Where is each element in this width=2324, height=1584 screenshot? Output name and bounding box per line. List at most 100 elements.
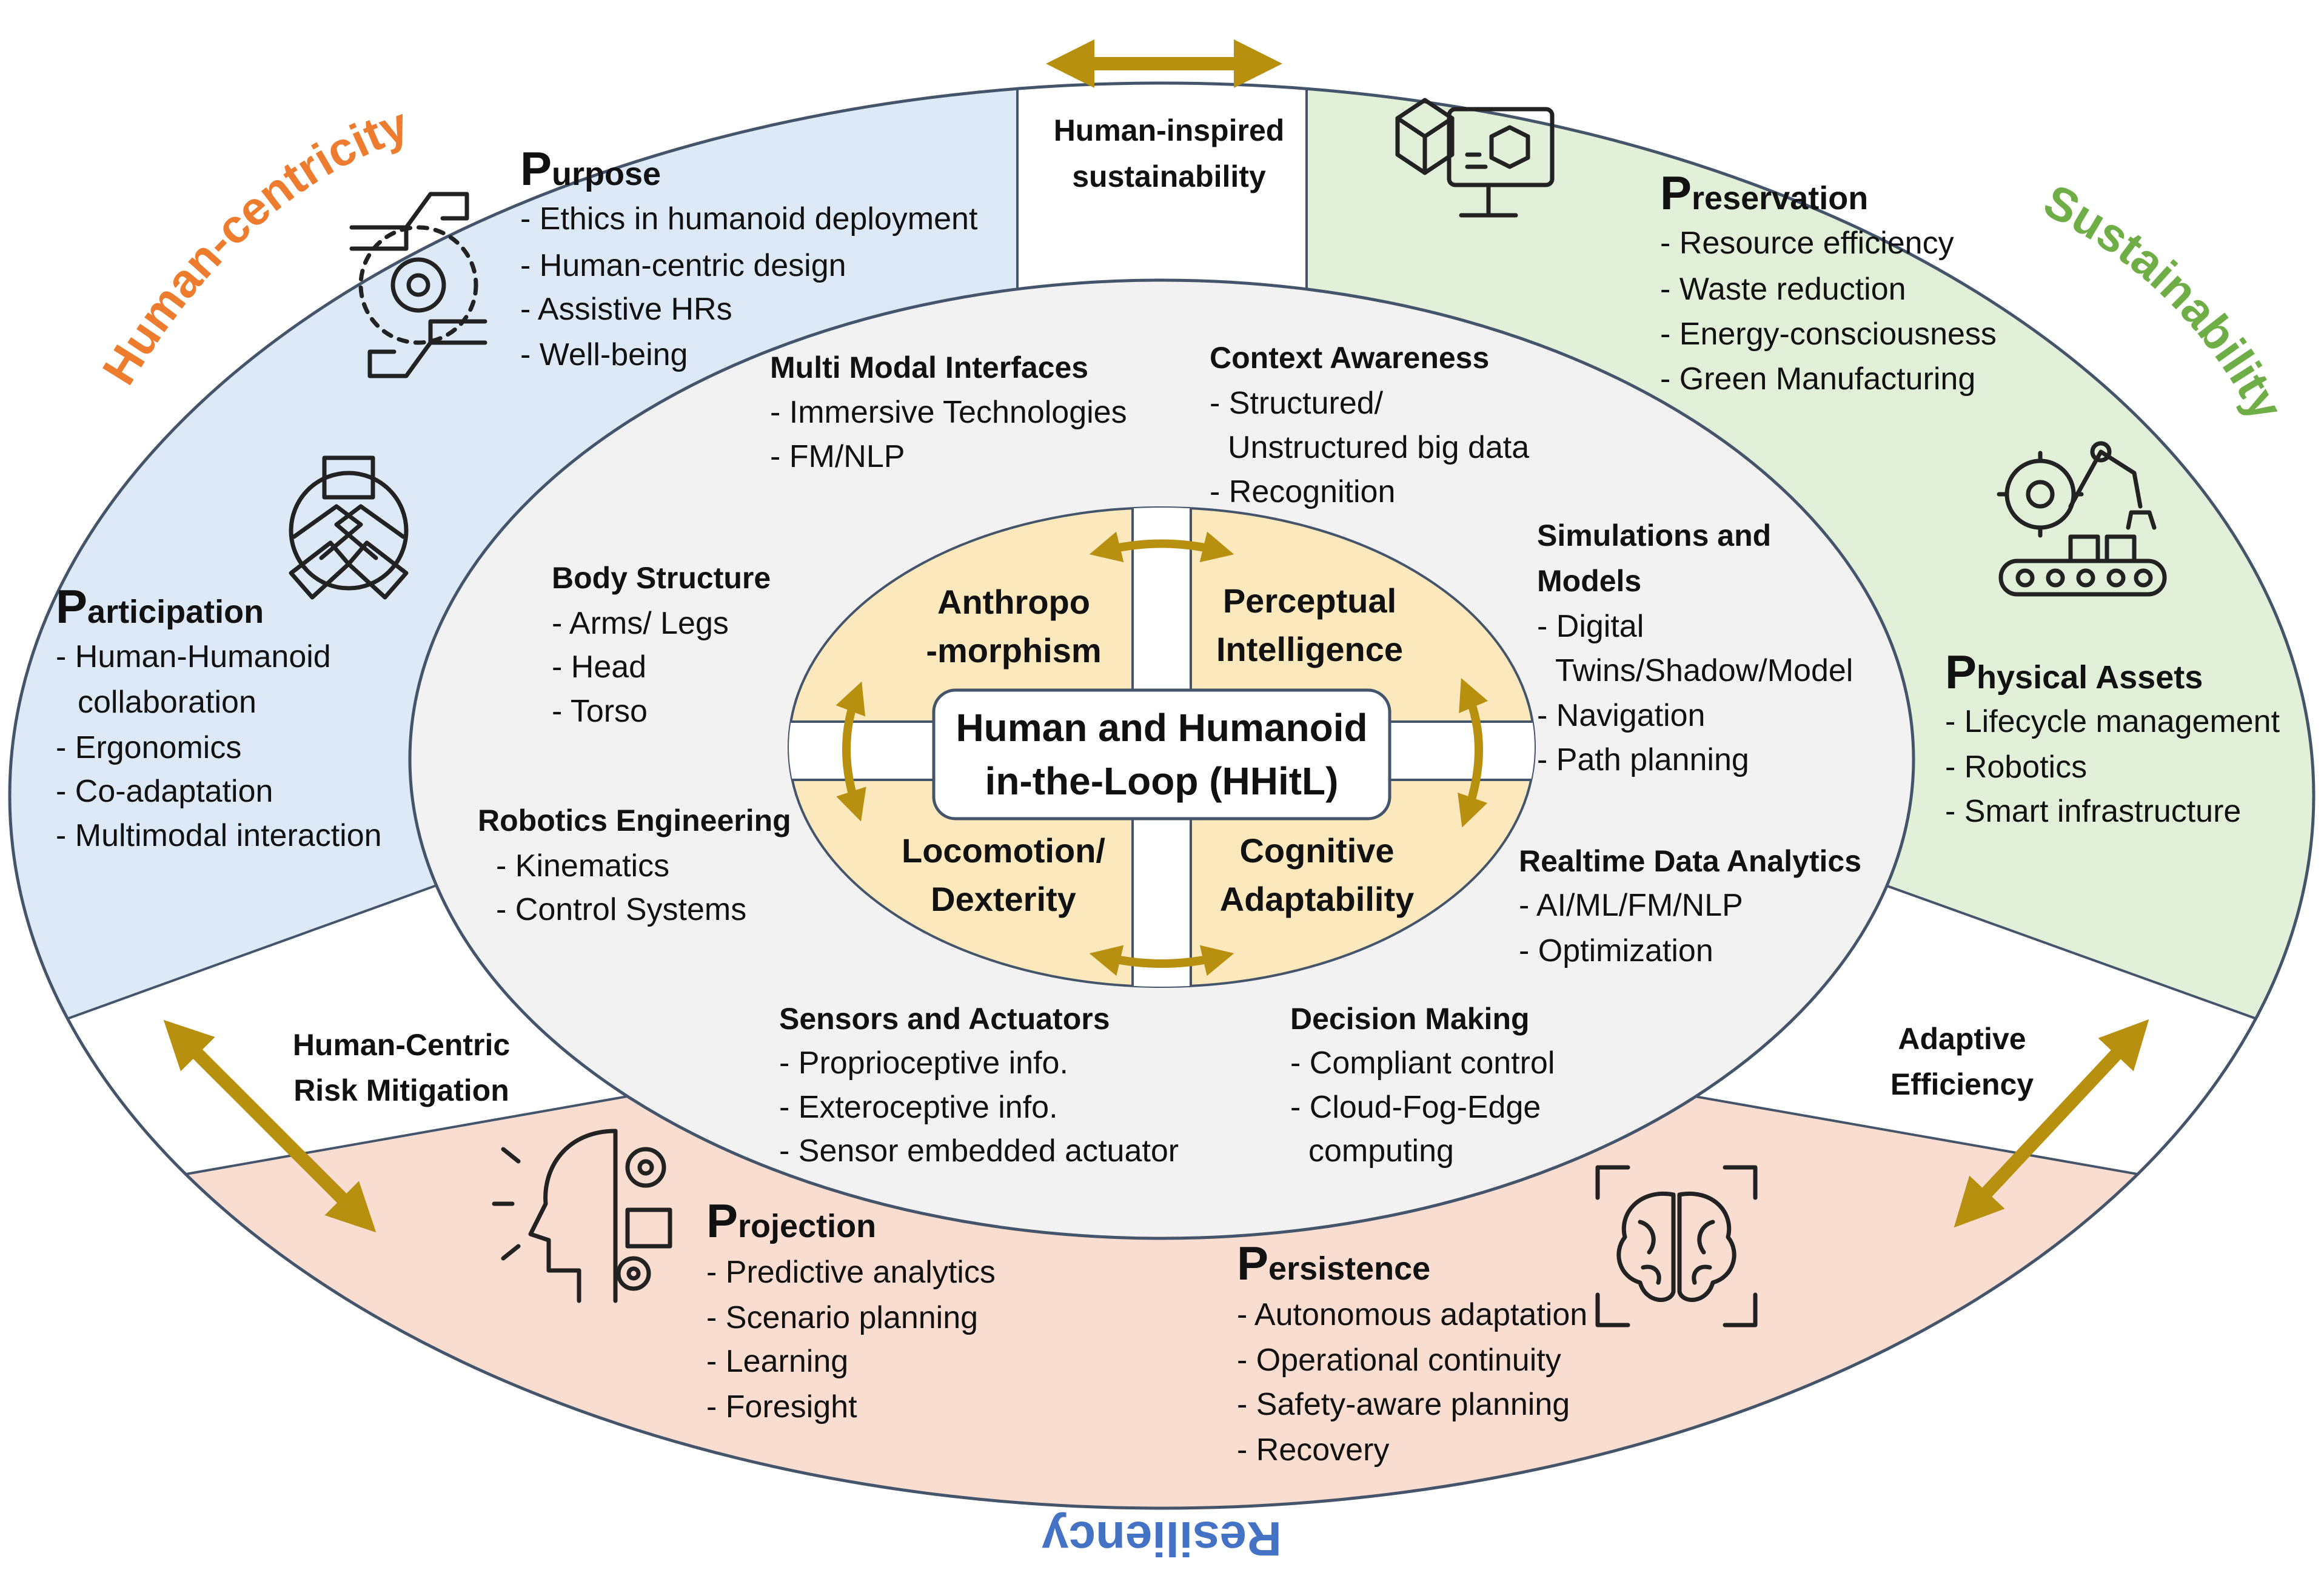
link-top-label: Human-inspired sustainability (1054, 113, 1285, 193)
svg-text:- Structured/: - Structured/ (1210, 386, 1384, 421)
svg-text:computing: computing (1308, 1133, 1454, 1169)
svg-text:- Safety-aware planning: - Safety-aware planning (1237, 1387, 1570, 1422)
svg-text:Preservation: Preservation (1660, 166, 1868, 220)
svg-text:- Operational continuity: - Operational continuity (1237, 1343, 1561, 1378)
participation-block: Participation - Human-Humanoid collabora… (56, 580, 382, 853)
svg-text:Human and Humanoid: Human and Humanoid (956, 706, 1367, 750)
svg-text:-morphism: -morphism (926, 631, 1101, 670)
svg-text:- Foresight: - Foresight (706, 1389, 857, 1425)
svg-text:- AI/ML/FM/NLP: - AI/ML/FM/NLP (1519, 888, 1743, 923)
core-arrow-left (836, 681, 866, 822)
core-arrow-bottom (1089, 945, 1234, 976)
svg-text:Anthropo: Anthropo (937, 583, 1090, 621)
svg-text:- Exteroceptive info.: - Exteroceptive info. (779, 1090, 1058, 1125)
link-left-label: Human-Centric Risk Mitigation (293, 1028, 510, 1107)
preservation-block: Preservation - Resource efficiency - Was… (1660, 166, 1997, 397)
svg-text:sustainability: sustainability (1072, 159, 1266, 193)
topic-robotics: Robotics Engineering - Kinematics - Cont… (478, 804, 791, 927)
persistence-block: Persistence - Autonomous adaptation - Op… (1237, 1237, 1587, 1468)
svg-text:Decision Making: Decision Making (1290, 1002, 1530, 1036)
topic-decision: Decision Making - Compliant control - Cl… (1290, 1002, 1555, 1169)
target-hands-icon (349, 192, 487, 378)
topic-simulations: Simulations and Models - Digital Twins/S… (1537, 518, 1853, 777)
brain-icon (1595, 1165, 1758, 1327)
svg-text:- Smart infrastructure: - Smart infrastructure (1945, 794, 2241, 829)
svg-text:- Cloud-Fog-Edge: - Cloud-Fog-Edge (1290, 1090, 1541, 1125)
svg-text:- Resource efficiency: - Resource efficiency (1660, 226, 1954, 261)
svg-text:- Co-adaptation: - Co-adaptation (56, 774, 273, 809)
svg-text:- Recovery: - Recovery (1237, 1432, 1389, 1468)
svg-text:Persistence: Persistence (1237, 1237, 1430, 1290)
svg-text:- Well-being: - Well-being (520, 337, 688, 372)
svg-text:- Autonomous adaptation: - Autonomous adaptation (1237, 1297, 1587, 1332)
svg-text:- Learning: - Learning (706, 1344, 848, 1379)
robot-arm-conveyor-icon (1997, 441, 2167, 597)
core-quadrant-perceptual: Perceptual Intelligence (1216, 582, 1403, 668)
svg-text:- Kinematics: - Kinematics (496, 848, 669, 884)
svg-text:Models: Models (1537, 564, 1641, 598)
svg-text:- Ethics in humanoid deploymen: - Ethics in humanoid deployment (520, 201, 978, 237)
svg-text:- Head: - Head (552, 649, 646, 685)
svg-text:- Waste reduction: - Waste reduction (1660, 272, 1906, 307)
core-center-label: Human and Humanoid in-the-Loop (HHitL) (956, 706, 1367, 803)
svg-text:Adaptability: Adaptability (1220, 880, 1414, 918)
svg-text:- Predictive analytics: - Predictive analytics (706, 1255, 996, 1290)
link-right-label: Adaptive Efficiency (1890, 1022, 2034, 1101)
svg-text:Human-Centric: Human-Centric (293, 1028, 510, 1062)
svg-text:- Path planning: - Path planning (1537, 742, 1749, 777)
svg-text:- Compliant control: - Compliant control (1290, 1045, 1555, 1081)
svg-text:Locomotion/: Locomotion/ (902, 831, 1105, 870)
cube-computer-icon (1395, 98, 1555, 218)
svg-text:- Robotics: - Robotics (1945, 750, 2087, 785)
svg-text:- Immersive Technologies: - Immersive Technologies (770, 395, 1127, 430)
svg-text:Physical Assets: Physical Assets (1945, 645, 2203, 699)
team-hands-icon (289, 455, 409, 600)
svg-text:Cognitive: Cognitive (1239, 831, 1394, 870)
svg-text:Purpose: Purpose (520, 142, 661, 195)
svg-text:collaboration: collaboration (78, 685, 256, 720)
svg-text:- Control Systems: - Control Systems (496, 892, 746, 927)
svg-text:- Torso: - Torso (552, 694, 648, 729)
purpose-block: Purpose - Ethics in humanoid deployment … (520, 142, 978, 372)
svg-text:- Digital: - Digital (1537, 609, 1644, 644)
svg-text:Adaptive: Adaptive (1898, 1022, 2026, 1056)
arrow-left (163, 1019, 377, 1233)
head-gears-icon (492, 1129, 672, 1303)
svg-text:- Scenario planning: - Scenario planning (706, 1300, 978, 1335)
svg-text:Efficiency: Efficiency (1890, 1067, 2034, 1101)
svg-text:- Recognition: - Recognition (1210, 474, 1395, 509)
svg-text:- Optimization: - Optimization (1519, 933, 1713, 968)
svg-text:Multi Modal Interfaces: Multi Modal Interfaces (770, 351, 1088, 384)
svg-text:- Sensor embedded actuator: - Sensor embedded actuator (779, 1133, 1179, 1169)
svg-text:- Human-centric design: - Human-centric design (520, 248, 846, 283)
svg-text:Context Awareness: Context Awareness (1210, 341, 1489, 375)
topic-body: Body Structure - Arms/ Legs - Head - Tor… (552, 561, 771, 729)
svg-text:Simulations and: Simulations and (1537, 518, 1771, 552)
arrow-right (1954, 1019, 2149, 1228)
svg-text:in-the-Loop (HHitL): in-the-Loop (HHitL) (985, 759, 1339, 803)
svg-text:Unstructured big data: Unstructured big data (1228, 430, 1529, 465)
svg-text:Twins/Shadow/Model: Twins/Shadow/Model (1555, 653, 1853, 688)
projection-block: Projection - Predictive analytics - Scen… (706, 1194, 996, 1425)
svg-text:Realtime Data Analytics: Realtime Data Analytics (1519, 844, 1861, 878)
svg-text:- Proprioceptive info.: - Proprioceptive info. (779, 1045, 1068, 1081)
svg-text:Risk Mitigation: Risk Mitigation (293, 1073, 509, 1107)
svg-text:Participation: Participation (56, 580, 264, 633)
arrows (163, 39, 2149, 1233)
topic-analytics: Realtime Data Analytics - AI/ML/FM/NLP -… (1519, 844, 1861, 968)
svg-text:Robotics Engineering: Robotics Engineering (478, 804, 791, 837)
svg-text:- Energy-consciousness: - Energy-consciousness (1660, 317, 1997, 352)
svg-text:Body Structure: Body Structure (552, 561, 771, 595)
physical-assets-block: Physical Assets - Lifecycle management -… (1945, 645, 2280, 829)
core-arrow-top (1089, 531, 1234, 563)
svg-text:Dexterity: Dexterity (931, 880, 1076, 918)
svg-text:- Assistive HRs: - Assistive HRs (520, 292, 732, 327)
svg-text:Projection: Projection (706, 1194, 876, 1247)
core-arrow-right (1458, 678, 1488, 828)
svg-text:- Arms/ Legs: - Arms/ Legs (552, 606, 729, 641)
svg-text:- Multimodal interaction: - Multimodal interaction (56, 818, 382, 853)
svg-text:- Ergonomics: - Ergonomics (56, 730, 241, 765)
core-quadrant-cognitive: Cognitive Adaptability (1220, 831, 1414, 918)
topic-sensors: Sensors and Actuators - Proprioceptive i… (779, 1002, 1179, 1169)
svg-text:Intelligence: Intelligence (1216, 630, 1403, 668)
